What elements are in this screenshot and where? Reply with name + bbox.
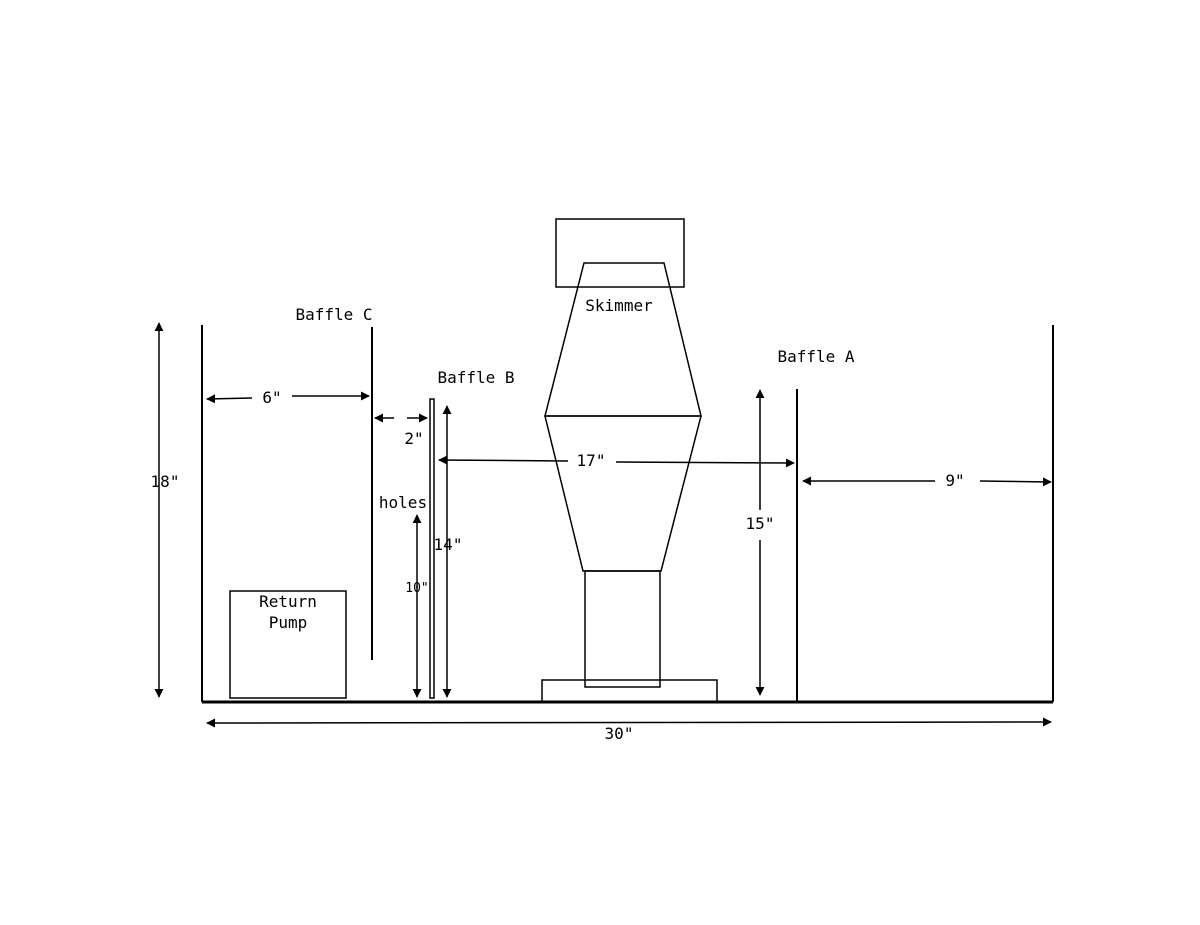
tank-length-arrow (206, 717, 1052, 728)
skimmer-section-label: 17" (577, 451, 606, 470)
skimmer-label: Skimmer (585, 296, 653, 315)
skimmer-column (584, 570, 661, 688)
baffle-b-height-label: 14" (434, 535, 463, 554)
holes-label: holes (379, 493, 427, 512)
baffle-a-offset-arrow-right (979, 477, 1052, 487)
baffle-a-label: Baffle A (777, 347, 854, 366)
tank-length-label: 30" (605, 724, 634, 743)
skimmer-body-lower (544, 415, 702, 572)
return-pump-label-line1: Return (259, 592, 317, 611)
skimmer-base (541, 679, 718, 703)
skimmer-cup (555, 218, 685, 288)
return-pump-label-line2: Pump (269, 613, 308, 632)
baffle-b (429, 398, 435, 699)
tank-height-label: 18" (151, 472, 180, 491)
tank-outline (201, 325, 1054, 704)
skimmer (541, 218, 718, 703)
baffle-c-offset-arrow-left (206, 394, 253, 404)
baffle-c-label: Baffle C (295, 305, 372, 324)
baffle-a-height-label: 15" (746, 514, 775, 533)
holes-height-label: 10" (405, 581, 428, 596)
dimension-arrows (154, 322, 1052, 728)
skimmer-section-arrow-right (615, 458, 795, 468)
baffle-c-offset-label: 6" (262, 388, 281, 407)
baffle-b-label: Baffle B (437, 368, 514, 387)
return-pump (229, 590, 347, 699)
baffle-a-offset-label: 9" (945, 471, 964, 490)
baffle-gap-label: 2" (404, 429, 423, 448)
skimmer-section-arrow-left (438, 455, 569, 465)
skimmer-body-upper (544, 262, 702, 417)
